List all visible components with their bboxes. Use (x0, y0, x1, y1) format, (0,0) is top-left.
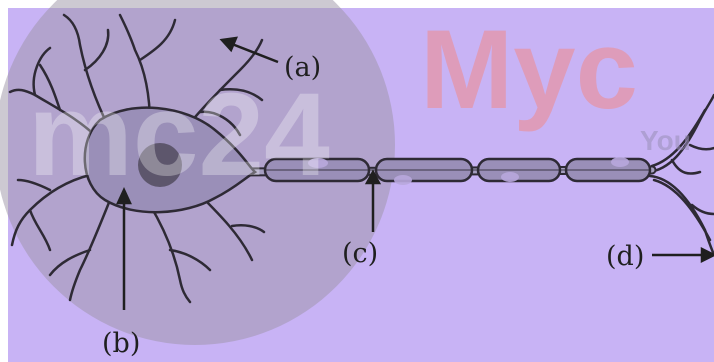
label-d: (d) (606, 241, 644, 272)
dendrites (8, 13, 266, 304)
axon (235, 157, 657, 185)
label-c: (c) (342, 238, 378, 269)
pointer-a-arrowhead (219, 36, 238, 53)
schwann-cell-nuclei (308, 157, 629, 185)
watermark: mc24 Myc You (28, 7, 691, 201)
watermark-logo-text: mc24 (28, 69, 330, 201)
pointer-c-arrowhead (364, 169, 382, 185)
pointer-b-arrowhead (116, 187, 132, 205)
label-pointers (116, 36, 714, 310)
watermark-brand-text: Myc (420, 7, 638, 132)
label-a: (a) (284, 52, 321, 83)
pointer-a-line (231, 42, 279, 64)
pointer-d-arrowhead (700, 246, 714, 264)
axon-terminal (646, 93, 714, 257)
label-b: (b) (102, 328, 140, 359)
watermark-brand-sub: You (640, 125, 691, 156)
nucleus (138, 143, 182, 187)
